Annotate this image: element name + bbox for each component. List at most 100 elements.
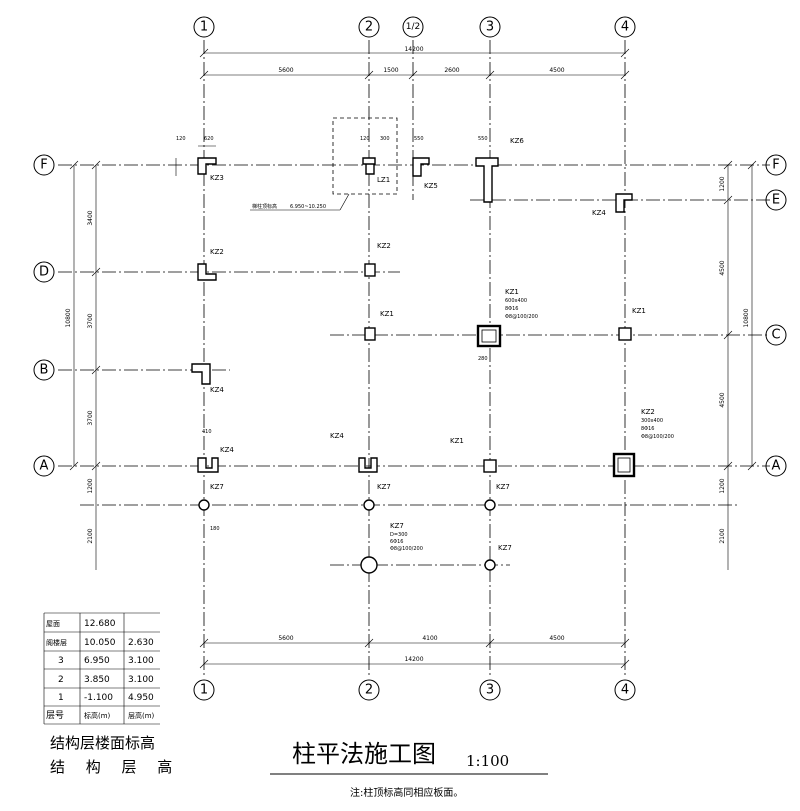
axis-top-1: 1	[200, 20, 208, 35]
table-row-1-floor: 屋面	[46, 620, 60, 628]
label-kz1-c3: KZ1	[505, 288, 519, 296]
dim-bottom-span-2: 4100	[422, 635, 437, 642]
label-kz7-1: KZ7	[210, 483, 224, 491]
axis-right-A: A	[772, 459, 781, 474]
top-axis-bubbles	[193, 16, 636, 38]
kz2-spec-1: 300x400	[641, 418, 663, 424]
table-row-4-height: 3.100	[128, 675, 154, 685]
label-kz5: KZ5	[424, 182, 438, 190]
axis-right-E: E	[772, 193, 780, 208]
table-row-5-elev: -1.100	[84, 693, 113, 703]
table-row-2-floor: 阁楼层	[46, 638, 67, 647]
column-kz2-d1	[197, 263, 217, 281]
right-dimension-lines	[723, 160, 757, 570]
column-kz7-big	[360, 556, 378, 574]
kz7-spec-2: 6Φ16	[390, 539, 403, 545]
dim-550-b: 550	[478, 136, 488, 142]
column-lz1-top	[362, 157, 376, 165]
table-head-height: 层高(m)	[128, 711, 155, 720]
axis-bottom-2: 2	[365, 683, 373, 698]
column-kz4-a2	[358, 457, 378, 473]
drawing-scale: 1:100	[466, 752, 509, 770]
dim-180: 180	[210, 526, 220, 532]
label-kz7-4: KZ7	[498, 544, 512, 552]
kz1-spec-1: 600x400	[505, 298, 527, 304]
label-kz7-big: KZ7	[390, 522, 404, 530]
kz2-spec-3: Φ8@100/200	[641, 434, 674, 440]
dim-bottom-span-3: 4500	[549, 635, 564, 642]
table-row-3-height: 3.100	[128, 656, 154, 666]
bottom-axis-bubbles	[193, 679, 636, 701]
kz1-spec-3: Φ8@100/200	[505, 314, 538, 320]
dim-top-total: 14200	[404, 46, 423, 53]
dim-620: 620	[204, 136, 214, 142]
dim-left-span-3: 3700	[87, 410, 94, 425]
caption-line-2: 结 构 层 高	[50, 758, 180, 776]
dim-550-a: 550	[414, 136, 424, 142]
dim-top-span-2: 1500	[383, 67, 398, 74]
axis-right-F: F	[772, 158, 779, 173]
column-kz1-a3	[483, 459, 497, 473]
label-kz2-a4: KZ2	[641, 408, 655, 416]
axis-left-F: F	[40, 158, 47, 173]
drawing-note: 注:柱顶标高同相应板面。	[350, 786, 463, 799]
dim-right-span-1: 1200	[719, 176, 726, 191]
dim-280: 280	[478, 356, 488, 362]
table-row-4-floor: 2	[58, 675, 64, 685]
axis-left-B: B	[40, 363, 49, 378]
dim-bottom-total: 14200	[404, 656, 423, 663]
axis-top-1-2: 1/2	[406, 22, 420, 32]
column-kz1-c3	[476, 324, 502, 348]
right-axis-bubbles	[765, 154, 787, 477]
floor-table	[43, 612, 160, 725]
top-dimension-lines	[199, 48, 630, 80]
column-kz7-3	[484, 499, 496, 511]
axis-left-D: D	[39, 265, 49, 280]
dim-120-b: 120	[360, 136, 370, 142]
drawing-title: 柱平法施工图	[292, 740, 436, 768]
table-row-2-elev: 10.050	[84, 638, 116, 648]
lz-leader	[339, 193, 350, 211]
dim-120-a: 120	[176, 136, 186, 142]
label-kz7-2: KZ7	[377, 483, 391, 491]
label-kz4-a2: KZ4	[330, 432, 344, 440]
bottom-dimension-lines	[199, 638, 630, 669]
column-kz6	[475, 157, 499, 203]
axis-bottom-1: 1	[200, 683, 208, 698]
dim-bottom-span-1: 5600	[278, 635, 293, 642]
dim-right-lower-2: 2100	[719, 528, 726, 543]
axis-top-2: 2	[365, 20, 373, 35]
dim-left-lower-1: 1200	[87, 478, 94, 493]
axis-bottom-4: 4	[621, 683, 629, 698]
dim-left-span-2: 3700	[87, 313, 94, 328]
dim-top-span-3: 2600	[444, 67, 459, 74]
table-row-4-elev: 3.850	[84, 675, 110, 685]
dim-right-total: 10800	[743, 308, 750, 327]
kz7-spec-3: Φ8@100/200	[390, 546, 423, 552]
kz2-spec-2: 8Φ16	[641, 426, 654, 432]
lz-note: 梯柱顶标高	[252, 203, 277, 210]
axis-top-4: 4	[621, 20, 629, 35]
left-axis-bubbles	[33, 154, 55, 477]
table-row-5-height: 4.950	[128, 693, 154, 703]
label-kz3: KZ3	[210, 174, 224, 182]
table-row-3-floor: 3	[58, 656, 64, 666]
label-lz1: LZ1	[377, 176, 390, 184]
table-row-5-floor: 1	[58, 693, 64, 703]
dim-left-lower-2: 2100	[87, 528, 94, 543]
axis-right-C: C	[771, 328, 780, 343]
label-kz4-b1: KZ4	[210, 386, 224, 394]
column-kz7-2	[363, 499, 375, 511]
label-kz2-d1: KZ2	[210, 248, 224, 256]
column-kz4-a1	[197, 457, 219, 473]
left-dimension-lines	[69, 160, 101, 570]
dim-top-span-4: 4500	[549, 67, 564, 74]
table-row-3-elev: 6.950	[84, 656, 110, 666]
dim-right-lower-1: 1200	[719, 478, 726, 493]
column-kz7-1	[198, 499, 210, 511]
table-head-floor: 层号	[46, 710, 64, 721]
column-kz4-b1	[191, 363, 211, 385]
column-kz2-a4	[612, 452, 636, 478]
dim-300-a: 300	[380, 136, 390, 142]
